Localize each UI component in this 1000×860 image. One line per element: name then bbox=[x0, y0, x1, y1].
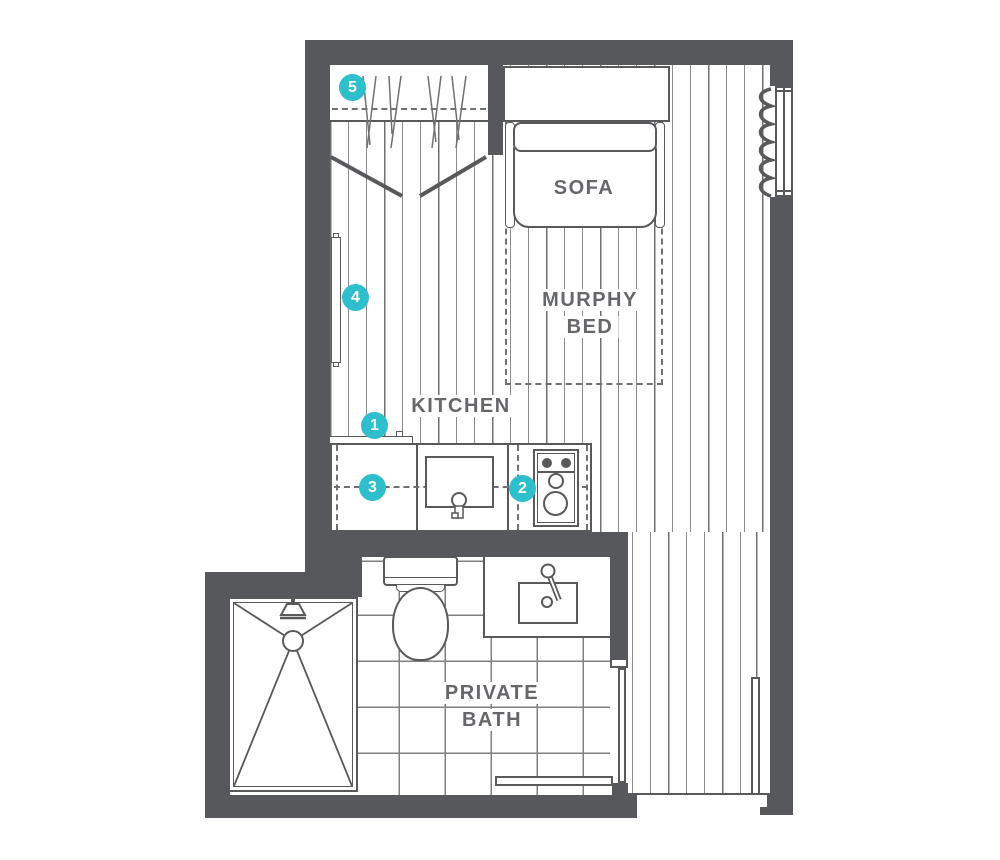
wall-top bbox=[305, 40, 793, 65]
counter-dashline bbox=[336, 445, 338, 530]
vanity-sink bbox=[518, 582, 578, 624]
wall-bath-east bbox=[610, 532, 628, 659]
hallway-floor-edge bbox=[628, 793, 770, 795]
marker-2[interactable]: 2 bbox=[509, 475, 536, 502]
sofa-backrest bbox=[513, 122, 657, 152]
counter-dashline bbox=[586, 445, 588, 530]
private-bath-label-line1: PRIVATE bbox=[439, 682, 545, 704]
window-sill-bottom bbox=[775, 190, 793, 192]
toilet-tank bbox=[383, 556, 458, 586]
wall-shower-left bbox=[205, 597, 230, 818]
wall-corner-block bbox=[305, 532, 362, 597]
toilet-tank-line bbox=[384, 577, 457, 578]
wall-bottom bbox=[205, 795, 637, 818]
marker-4[interactable]: 4 bbox=[342, 284, 369, 311]
wall-bath-north bbox=[362, 532, 628, 557]
private-bath-label-line2: BATH bbox=[456, 709, 528, 731]
murphy-bed-label-line1: MURPHY bbox=[537, 289, 643, 311]
wall-mirror bbox=[331, 237, 341, 363]
wall-mirror-tab bbox=[333, 362, 339, 367]
entry-sliding-door[interactable] bbox=[751, 677, 760, 795]
stove-knob bbox=[561, 458, 571, 468]
stove-burner-small bbox=[548, 473, 564, 489]
marker-3[interactable]: 3 bbox=[359, 474, 386, 501]
sofa-label: SOFA bbox=[548, 177, 620, 199]
window-mullion bbox=[783, 86, 785, 197]
bathroom-pocket-door[interactable] bbox=[618, 668, 626, 783]
closet-rod bbox=[332, 108, 486, 110]
marker-1[interactable]: 1 bbox=[361, 412, 388, 439]
door-jamb bbox=[610, 658, 628, 668]
window-sill-top bbox=[775, 90, 793, 92]
wall-mirror-tab bbox=[333, 233, 339, 238]
murphy-bed-label-line2: BED bbox=[561, 316, 619, 338]
kitchen-sink bbox=[425, 456, 494, 508]
counter-fixture bbox=[396, 431, 403, 437]
wall-closet-stub bbox=[488, 40, 503, 155]
stove-knob bbox=[542, 458, 552, 468]
wall-shower-top bbox=[205, 572, 305, 597]
wall-notch bbox=[760, 795, 767, 807]
stove-divider bbox=[537, 471, 575, 473]
kitchen-label: KITCHEN bbox=[406, 395, 516, 417]
wall-left bbox=[305, 65, 330, 532]
wall-bath-east-stub bbox=[612, 783, 628, 795]
marker-5[interactable]: 5 bbox=[339, 74, 366, 101]
bathroom-sliding-door[interactable] bbox=[495, 776, 613, 786]
wall-notch bbox=[637, 795, 640, 818]
toilet-bowl bbox=[392, 587, 449, 661]
wall-right-upper bbox=[770, 65, 793, 86]
wall-right bbox=[770, 197, 793, 815]
murphy-bed-cabinet bbox=[503, 66, 670, 122]
stove-burner-large bbox=[543, 491, 568, 516]
shower-pan-inner bbox=[233, 602, 353, 787]
wood-floor-hallway bbox=[628, 532, 770, 795]
